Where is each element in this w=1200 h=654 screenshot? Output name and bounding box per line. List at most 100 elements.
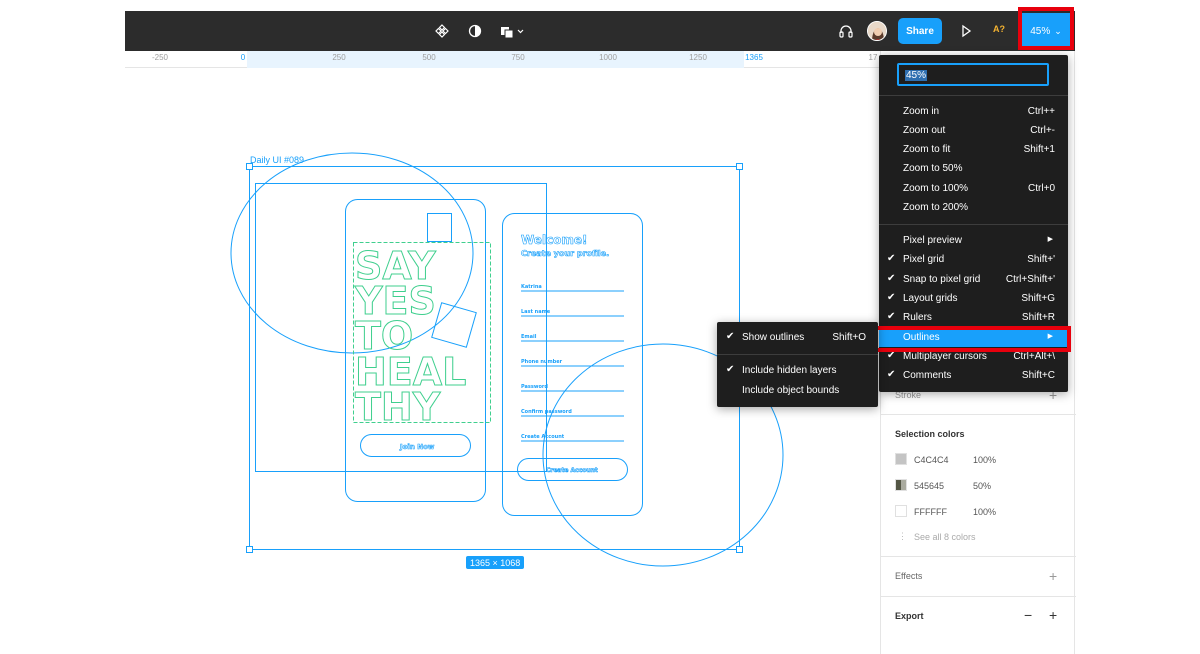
menu-item-label: Snap to pixel grid: [903, 274, 981, 285]
submenu-arrow-icon: ▶: [1047, 333, 1053, 340]
menu-item-rulers[interactable]: ✔ Rulers Shift+R: [879, 308, 1068, 327]
headphones-icon[interactable]: [836, 11, 856, 51]
color-swatch[interactable]: [895, 453, 907, 465]
top-toolbar: Share A? 45% ⌄: [125, 11, 1075, 51]
menu-item-label: Zoom to fit: [903, 144, 951, 155]
color-opacity[interactable]: 50%: [973, 481, 992, 491]
menu-item-label: Outlines: [903, 332, 940, 343]
see-all-colors-link[interactable]: See all 8 colors: [914, 532, 976, 542]
contrast-icon[interactable]: [465, 11, 485, 51]
menu-item-outlines[interactable]: Outlines ▶: [879, 328, 1068, 347]
play-icon[interactable]: [958, 23, 974, 44]
frame-size-badge: 1365 × 1068: [466, 556, 525, 569]
menu-item-shortcut: Ctrl+Alt+\: [1013, 351, 1055, 362]
highlight-outlines-item: [874, 326, 1071, 352]
menu-item-label: Layout grids: [903, 293, 958, 304]
color-hex[interactable]: FFFFFF: [914, 507, 947, 517]
menu-item-label: Pixel preview: [903, 235, 962, 246]
ruler-tick: 0: [240, 53, 246, 62]
export-section-title: Export: [895, 611, 924, 621]
check-icon: ✔: [726, 364, 735, 375]
menu-item-label: Zoom to 50%: [903, 163, 963, 174]
ruler-tick: 1365: [745, 53, 763, 62]
menu-item-shortcut: Ctrl+-: [1030, 125, 1055, 136]
check-icon: ✔: [887, 311, 896, 322]
share-button[interactable]: Share: [898, 18, 942, 44]
ruler-selection-highlight: [247, 51, 744, 68]
menu-item-label: Include object bounds: [742, 385, 840, 396]
menu-item-label: Zoom to 100%: [903, 183, 969, 194]
menu-item-include-hidden-layers[interactable]: ✔ Include hidden layers: [717, 361, 878, 380]
menu-item-shortcut: Shift+O: [832, 332, 866, 343]
menu-item-shortcut: Shift+R: [1021, 312, 1055, 323]
menu-item-label: Comments: [903, 370, 952, 381]
menu-item-layout-grids[interactable]: ✔ Layout grids Shift+G: [879, 289, 1068, 308]
selection-colors-title: Selection colors: [895, 429, 965, 439]
color-hex[interactable]: C4C4C4: [914, 455, 949, 465]
menu-item-shortcut: Shift+': [1027, 254, 1055, 265]
highlight-zoom-button: [1018, 7, 1074, 50]
avatar[interactable]: [867, 21, 887, 41]
divider: [881, 556, 1076, 557]
check-icon: ✔: [887, 369, 896, 380]
layers-icon[interactable]: [497, 11, 527, 51]
menu-item-label: Rulers: [903, 312, 932, 323]
add-stroke-icon[interactable]: +: [1049, 387, 1058, 403]
add-effect-icon[interactable]: +: [1049, 568, 1058, 584]
divider: [879, 95, 1068, 96]
ruler-tick: 17: [868, 53, 878, 62]
check-icon: ✔: [887, 292, 896, 303]
menu-item-zoom-in[interactable]: Zoom in Ctrl++: [879, 102, 1068, 121]
menu-item-pixel-preview[interactable]: Pixel preview ▶: [879, 231, 1068, 250]
color-swatch[interactable]: [895, 505, 907, 517]
ruler-tick: 750: [511, 53, 525, 62]
menu-item-label: Zoom to 200%: [903, 202, 969, 213]
check-icon: ✔: [887, 273, 896, 284]
menu-item-multiplayer-cursors[interactable]: ✔ Multiplayer cursors Ctrl+Alt+\: [879, 347, 1068, 366]
missing-fonts-indicator[interactable]: A?: [993, 24, 1005, 34]
menu-item-label: Multiplayer cursors: [903, 351, 987, 362]
menu-item-shortcut: Shift+C: [1021, 370, 1055, 381]
submenu-arrow-icon: ▶: [1047, 236, 1053, 243]
menu-item-zoom-200[interactable]: Zoom to 200%: [879, 198, 1068, 217]
chevron-down-icon: ⌄: [1054, 25, 1062, 36]
color-opacity[interactable]: 100%: [973, 507, 997, 517]
divider: [717, 354, 878, 355]
check-icon: ✔: [887, 350, 896, 361]
menu-item-include-object-bounds[interactable]: Include object bounds: [717, 381, 878, 400]
frame-name-label[interactable]: Daily UI #089: [250, 155, 305, 165]
zoom-dropdown-button[interactable]: 45% ⌄: [1022, 13, 1070, 49]
zoom-input-value[interactable]: 45%: [905, 70, 928, 81]
ruler-tick: 1000: [599, 53, 617, 62]
menu-item-shortcut: Ctrl++: [1027, 106, 1055, 117]
remove-export-icon[interactable]: −: [1024, 607, 1033, 623]
menu-item-shortcut: Shift+G: [1021, 293, 1055, 304]
ruler-tick: 250: [332, 53, 346, 62]
menu-item-comments[interactable]: ✔ Comments Shift+C: [879, 366, 1068, 385]
menu-item-zoom-100[interactable]: Zoom to 100%Ctrl+0: [879, 179, 1068, 198]
zoom-level-label: 45%: [1030, 25, 1051, 37]
check-icon: ✔: [887, 253, 896, 264]
divider: [881, 596, 1076, 597]
menu-item-shortcut: Shift+1: [1023, 144, 1055, 155]
color-opacity[interactable]: 100%: [973, 455, 997, 465]
zoom-input[interactable]: [897, 63, 1049, 86]
ruler-tick: 500: [422, 53, 436, 62]
menu-item-label: Include hidden layers: [742, 365, 837, 376]
menu-item-label: Zoom in: [903, 106, 940, 117]
menu-item-zoom-50[interactable]: Zoom to 50%: [879, 159, 1068, 178]
stroke-section-title: Stroke: [895, 390, 922, 400]
add-export-icon[interactable]: +: [1049, 607, 1058, 623]
color-hex[interactable]: 545645: [914, 481, 945, 491]
component-icon[interactable]: [432, 11, 452, 51]
horizontal-ruler: -250 0 250 500 750 1000 1250 1365 17: [125, 51, 880, 68]
color-swatch[interactable]: [895, 479, 907, 491]
menu-item-zoom-to-fit[interactable]: Zoom to fit Shift+1: [879, 140, 1068, 159]
